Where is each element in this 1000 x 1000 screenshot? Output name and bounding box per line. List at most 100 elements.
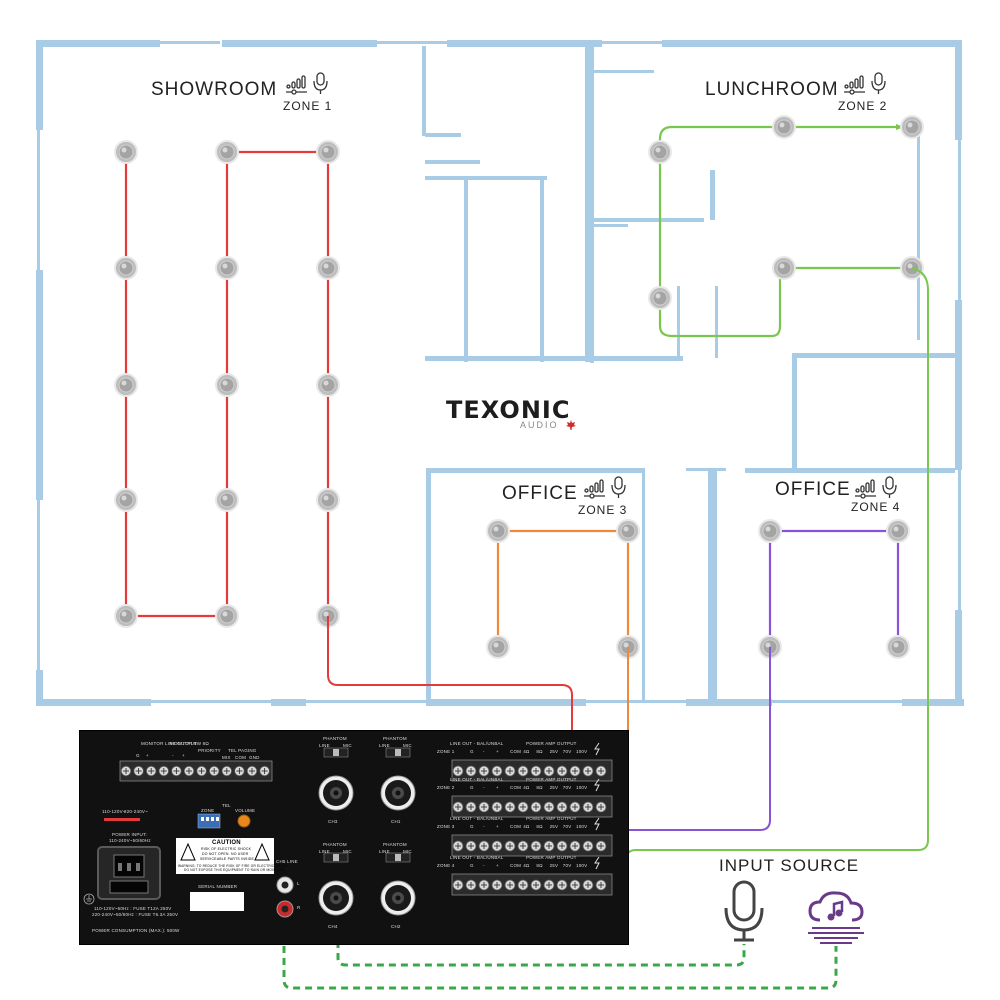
amplifier-graphics <box>83 742 613 918</box>
terminal-screw[interactable] <box>221 765 233 777</box>
cd-l-label: L <box>297 881 300 886</box>
power-input-value: 110-240V~50/60Hz <box>109 838 151 843</box>
xlr-combo-jack[interactable] <box>380 852 416 916</box>
voltage-selector[interactable] <box>104 818 140 821</box>
terminal-screw[interactable] <box>556 801 568 813</box>
terminal-screw[interactable] <box>504 879 516 891</box>
line-out-label: LINE OUT - BAL/UNBAL <box>450 816 504 821</box>
terminal-screw[interactable] <box>517 765 529 777</box>
terminal-screw[interactable] <box>582 801 594 813</box>
zone-row-label: ZONE 3 <box>437 824 455 829</box>
row-term-label: + <box>496 824 499 829</box>
terminal-screw[interactable] <box>582 765 594 777</box>
xlr-combo-jack[interactable] <box>318 747 354 811</box>
volume-knob[interactable] <box>237 814 251 828</box>
terminal-screw[interactable] <box>543 801 555 813</box>
terminal-screw[interactable] <box>530 801 542 813</box>
terminal-screw[interactable] <box>465 840 477 852</box>
terminal-screw[interactable] <box>595 879 607 891</box>
xlr-combo-jack[interactable] <box>380 747 416 811</box>
cloud-music-icon <box>808 891 864 944</box>
terminal-screw[interactable] <box>530 879 542 891</box>
speaker-icon <box>316 373 340 397</box>
terminal-screw[interactable] <box>478 879 490 891</box>
terminal-screw[interactable] <box>582 879 594 891</box>
terminal-screw[interactable] <box>556 765 568 777</box>
ground-icon <box>83 893 95 905</box>
terminal-screw[interactable] <box>478 765 490 777</box>
zone-3-cable <box>496 529 630 647</box>
terminal-screw[interactable] <box>517 801 529 813</box>
terminal-screw[interactable] <box>259 765 270 777</box>
voltage-label-2: 220-240V~ <box>124 809 148 814</box>
terminal-screw[interactable] <box>491 765 503 777</box>
phantom-label-4: PHANTOM <box>383 842 407 847</box>
out-term-label: 4Ω <box>523 824 530 829</box>
serial-number-box <box>190 892 244 911</box>
row-term-label: G <box>470 824 474 829</box>
speaker-icon <box>114 604 138 628</box>
terminal-screw[interactable] <box>504 765 516 777</box>
terminal-screw[interactable] <box>452 840 464 852</box>
brand-logo: TEXONIC <box>446 396 571 424</box>
terminal-screw[interactable] <box>452 879 464 891</box>
terminal-screw[interactable] <box>569 765 581 777</box>
line-label-3: LINE <box>319 849 330 854</box>
zone-4-cable <box>768 529 900 647</box>
terminal-screw[interactable] <box>595 765 607 777</box>
terminal-screw[interactable] <box>246 765 258 777</box>
warning-line-2: DO NOT EXPOSE THIS EQUIPMENT TO RAIN OR … <box>184 868 286 872</box>
terminal-screw[interactable] <box>158 765 170 777</box>
terminal-screw[interactable] <box>530 765 542 777</box>
terminal-screw[interactable] <box>120 765 132 777</box>
terminal-screw[interactable] <box>145 765 157 777</box>
volume-mic-icon <box>286 72 328 95</box>
terminal-screw[interactable] <box>478 840 490 852</box>
terminal-screw[interactable] <box>556 879 568 891</box>
terminal-screw[interactable] <box>517 840 529 852</box>
terminal-screw[interactable] <box>465 879 477 891</box>
terminal-screw[interactable] <box>133 765 144 777</box>
terminal-label-plus-2: + <box>182 753 185 758</box>
terminal-screw[interactable] <box>543 840 555 852</box>
terminal-screw[interactable] <box>465 765 477 777</box>
terminal-screw[interactable] <box>452 765 464 777</box>
terminal-screw[interactable] <box>530 840 542 852</box>
terminal-screw[interactable] <box>504 840 516 852</box>
xlr-combo-jack[interactable] <box>318 852 354 916</box>
terminal-screw[interactable] <box>452 801 464 813</box>
terminal-screw[interactable] <box>595 840 607 852</box>
brand-logo-sub: AUDIO <box>520 420 559 430</box>
caution-line-1: RISK OF ELECTRIC SHOCK <box>201 847 252 851</box>
terminal-screw[interactable] <box>543 765 555 777</box>
terminal-screw[interactable] <box>465 801 477 813</box>
terminal-screw[interactable] <box>196 765 207 777</box>
terminal-screw[interactable] <box>543 879 555 891</box>
terminal-screw[interactable] <box>569 801 581 813</box>
row-term-label: + <box>496 749 499 754</box>
terminal-screw[interactable] <box>569 879 581 891</box>
zone-3-label: ZONE 3 <box>578 503 628 517</box>
out-term-label: 8Ω <box>536 785 543 790</box>
terminal-screw[interactable] <box>171 765 182 777</box>
speaker-icon <box>616 519 640 543</box>
line-out-label: LINE OUT - BAL/UNBAL <box>450 741 504 746</box>
tel-label: TEL <box>222 803 231 808</box>
terminal-screw[interactable] <box>491 801 503 813</box>
terminal-screw[interactable] <box>595 801 607 813</box>
microphone-icon <box>724 880 764 942</box>
terminal-screw[interactable] <box>556 840 568 852</box>
amplifier-rear-panel: MONITOR LINE OUTPUT MONITOR 8W 8Ω PRIORI… <box>79 730 629 945</box>
speaker-icon <box>486 519 510 543</box>
terminal-screw[interactable] <box>582 840 594 852</box>
terminal-screw[interactable] <box>208 765 220 777</box>
terminal-screw[interactable] <box>569 840 581 852</box>
terminal-screw[interactable] <box>491 840 503 852</box>
terminal-screw[interactable] <box>478 801 490 813</box>
terminal-screw[interactable] <box>517 879 529 891</box>
terminal-screw[interactable] <box>234 765 245 777</box>
terminal-screw[interactable] <box>504 801 516 813</box>
terminal-screw[interactable] <box>491 879 503 891</box>
terminal-screw[interactable] <box>183 765 195 777</box>
power-amp-output-label: POWER AMP OUTPUT <box>526 855 577 860</box>
